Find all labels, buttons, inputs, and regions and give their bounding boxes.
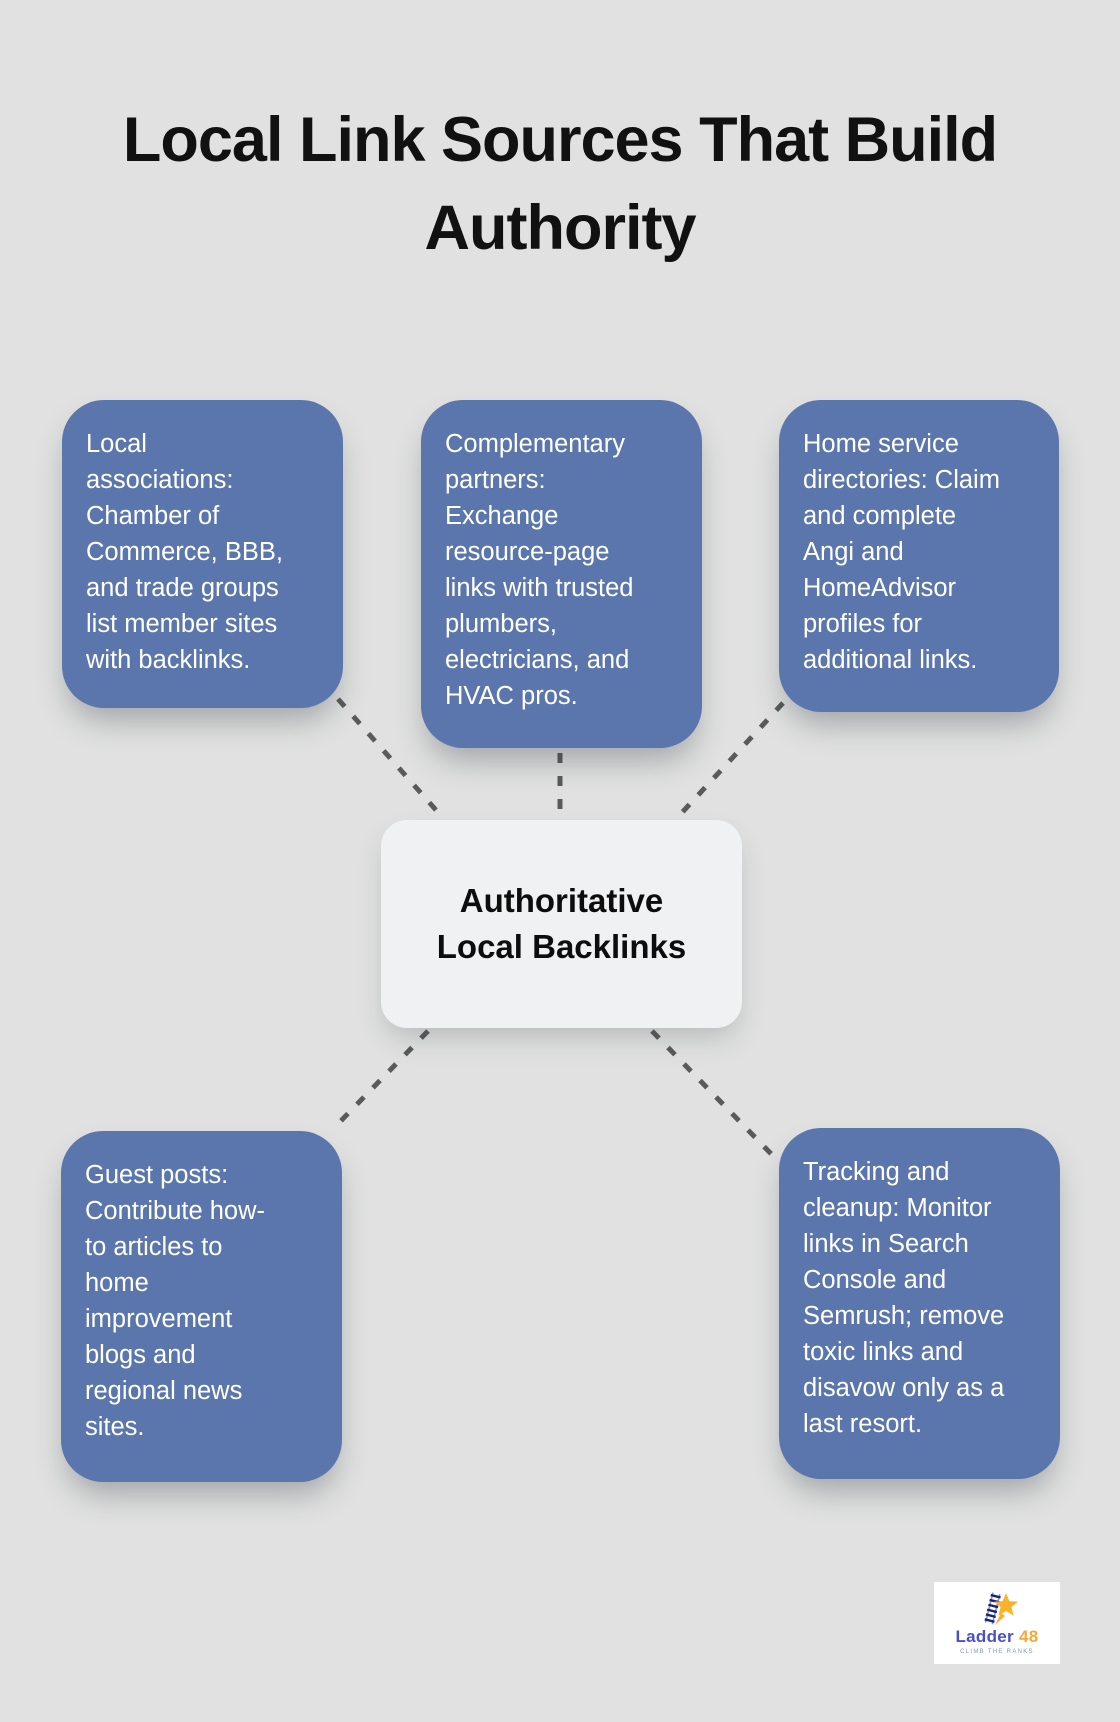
brand-logo: Ladder 48 CLIMB THE RANKS: [934, 1582, 1060, 1664]
node-guest-posts-text: Guest posts: Contribute how- to articles…: [85, 1161, 266, 1441]
node-complementary-partners-text: Complementary partners: Exchange resourc…: [445, 430, 634, 710]
central-node: Authoritative Local Backlinks: [381, 820, 742, 1028]
node-tracking-cleanup-text: Tracking and cleanup: Monitor links in S…: [803, 1158, 1005, 1438]
node-home-service-directories-text: Home service directories: Claim and comp…: [803, 430, 1000, 674]
node-guest-posts: Guest posts: Contribute how- to articles…: [61, 1131, 342, 1482]
connector-home-service-directories: [675, 701, 785, 820]
page-title-line1: Local Link Sources That Build: [122, 105, 998, 175]
connector-tracking-cleanup: [650, 1029, 782, 1165]
node-tracking-cleanup: Tracking and cleanup: Monitor links in S…: [779, 1128, 1060, 1479]
brand-tagline: CLIMB THE RANKS: [960, 1649, 1034, 1655]
node-local-associations-text: Local associations: Chamber of Commerce,…: [86, 430, 283, 674]
central-node-line2: Local Backlinks: [436, 928, 687, 965]
connector-local-associations: [336, 697, 445, 820]
brand-name-secondary: 48: [1019, 1627, 1039, 1646]
page-title-line2: Authority: [424, 193, 697, 263]
brand-name-primary: Ladder: [955, 1627, 1014, 1646]
central-node-line1: Authoritative: [459, 882, 664, 919]
connector-guest-posts: [331, 1029, 430, 1131]
ladder-star-icon: [984, 1592, 1018, 1625]
node-home-service-directories: Home service directories: Claim and comp…: [779, 400, 1059, 712]
page-title: Local Link Sources That Build Authority: [0, 96, 1120, 272]
node-complementary-partners: Complementary partners: Exchange resourc…: [421, 400, 702, 748]
node-local-associations: Local associations: Chamber of Commerce,…: [62, 400, 343, 708]
brand-name: Ladder 48: [955, 1628, 1038, 1646]
